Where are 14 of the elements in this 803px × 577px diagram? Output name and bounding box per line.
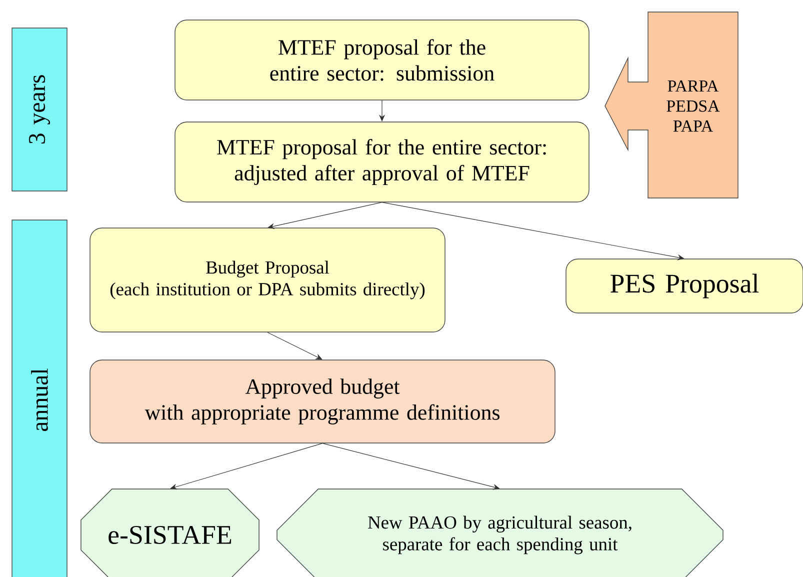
process-box: MTEF proposal for the entire sector: submission [174,20,590,100]
process-box: Budget Proposal (each institution or DPA submits directly) [90,228,446,332]
arrow [170,443,323,490]
process-box: Approved budget with appropriate programme definitions [90,360,556,444]
arrow [267,332,322,360]
arrow [322,443,500,490]
octagon-box: e-SISTAFE [80,488,260,577]
process-box: PES Proposal [566,258,803,314]
arrow [268,202,382,230]
timeframe-band: annual [12,220,68,577]
octagon-box: New PAAO by agricultural season, separate for each spending unit [276,488,724,577]
process-box: MTEF proposal for the entire sector: adjusted after approval of MTEF [174,122,590,202]
timeframe-band: 3 years [12,28,68,192]
arrow [382,202,684,260]
